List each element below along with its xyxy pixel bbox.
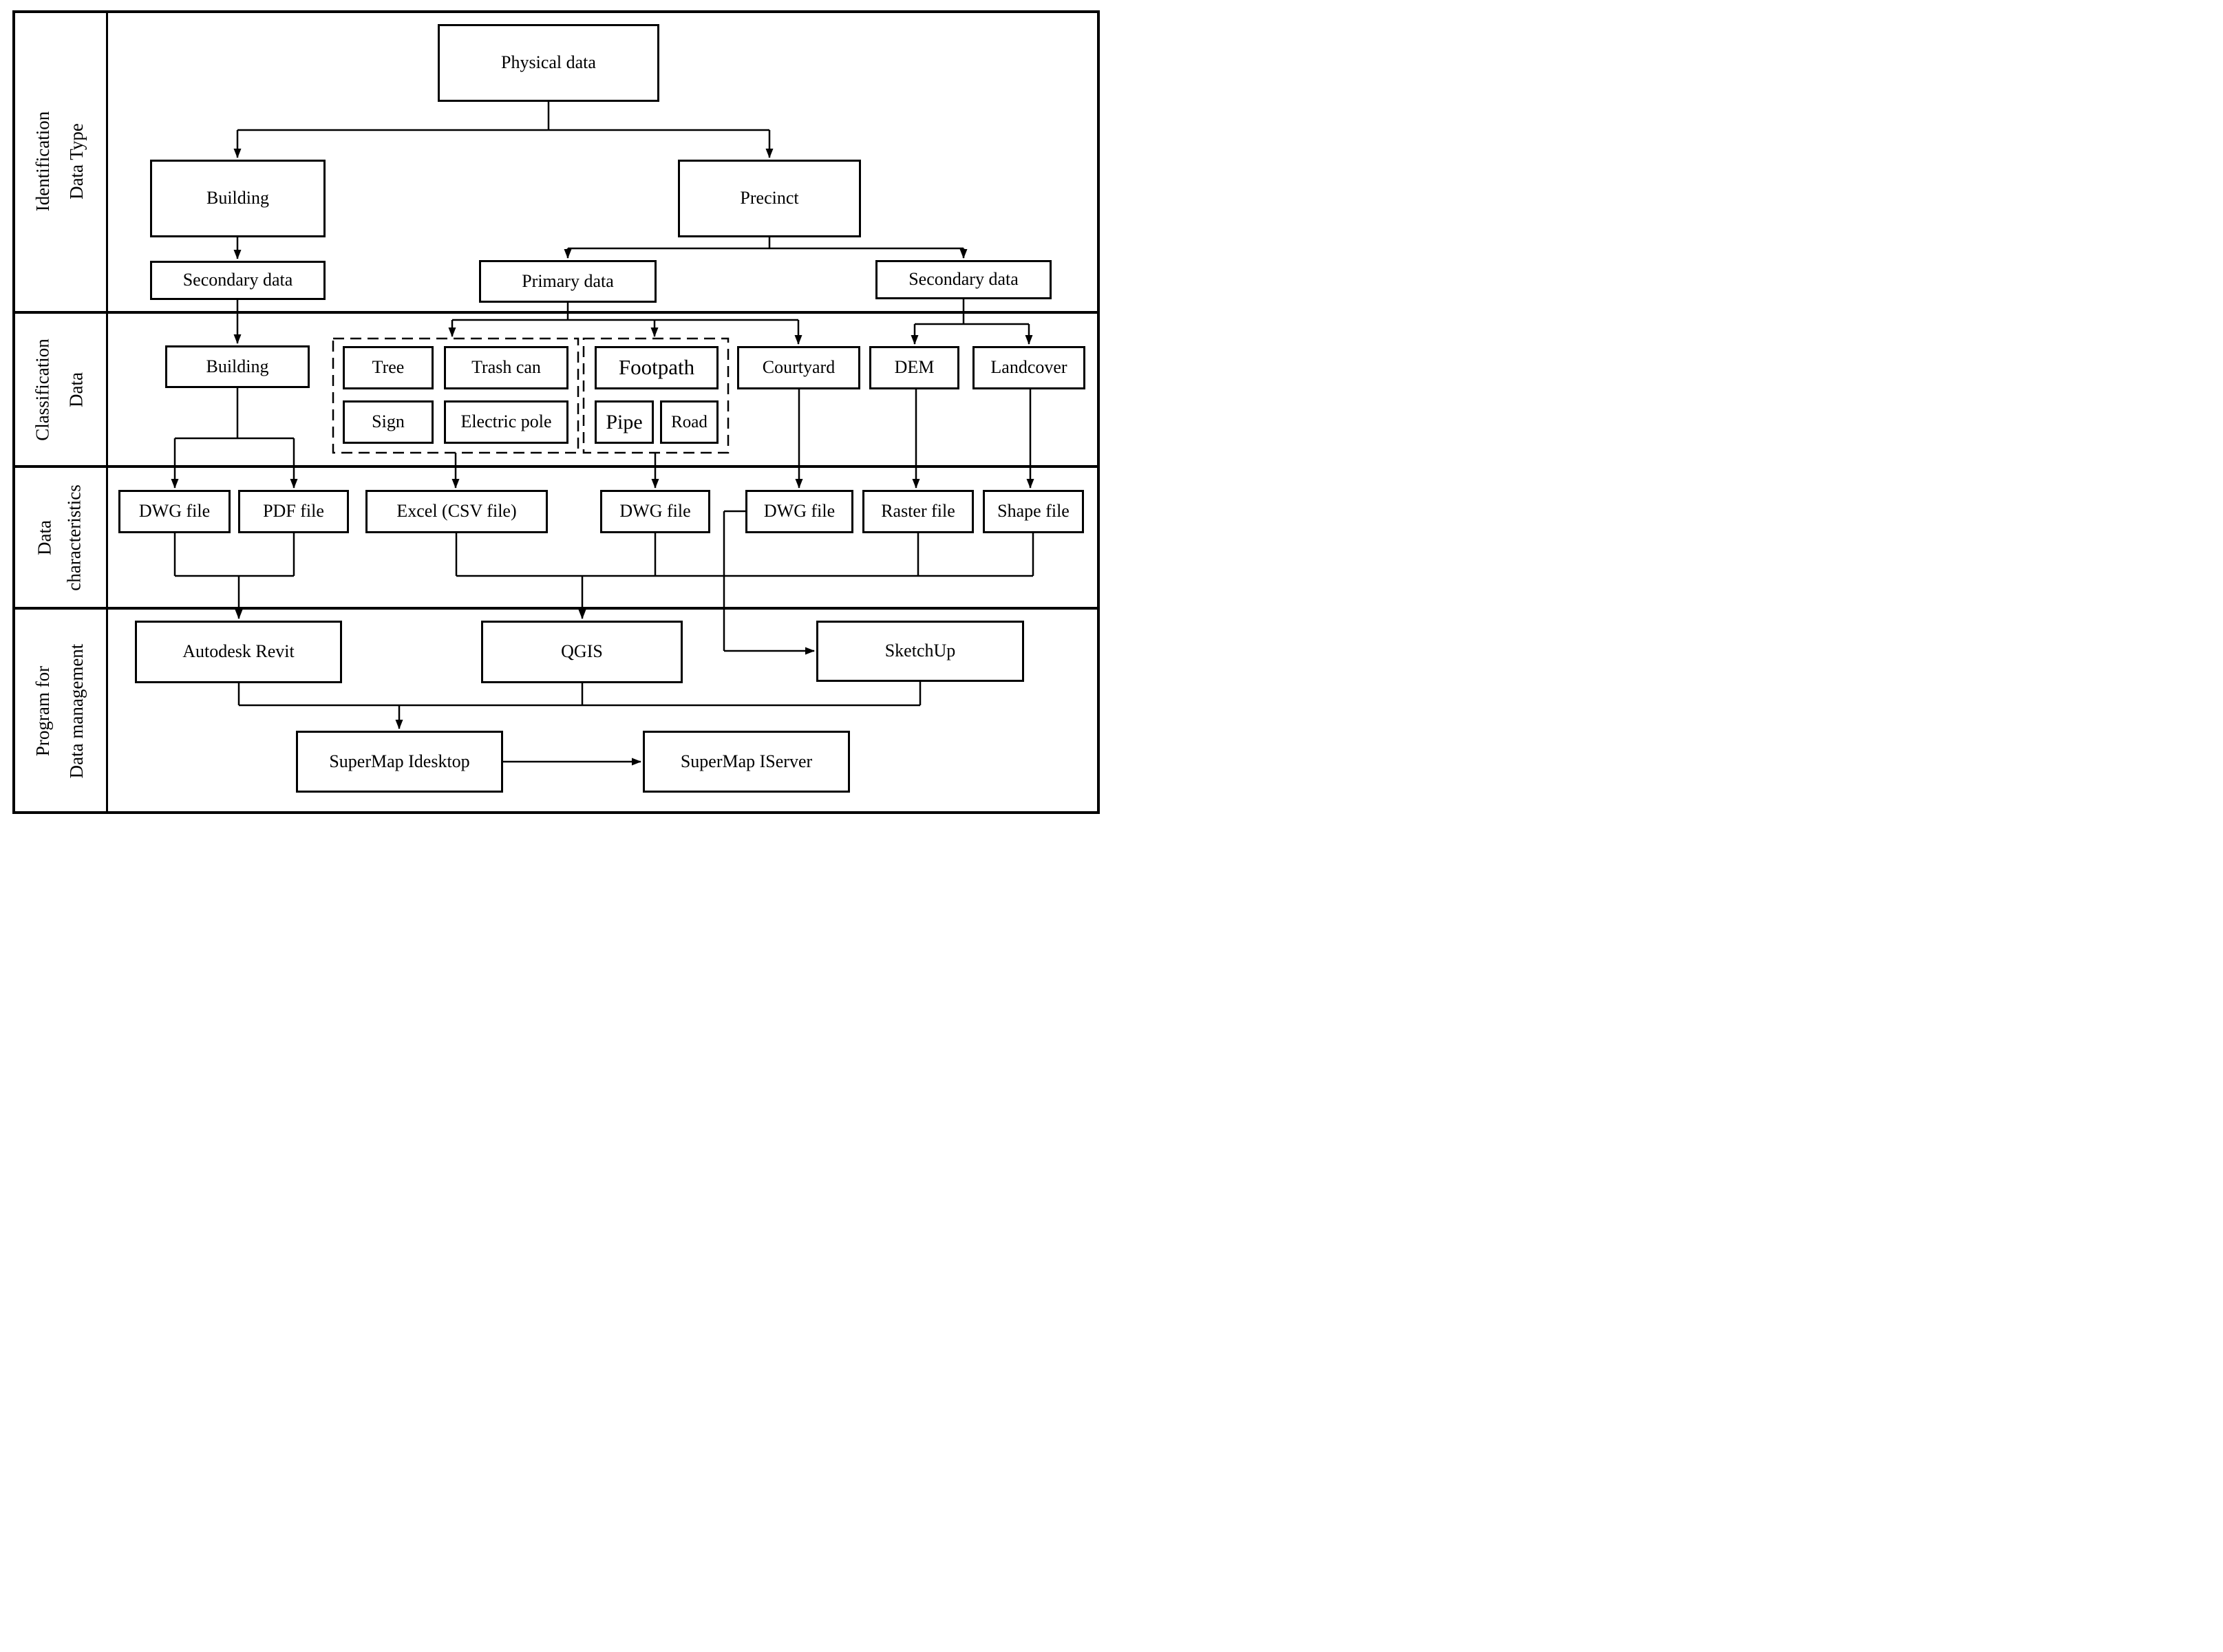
node-sketchup: SketchUp — [816, 621, 1024, 682]
flowchart-canvas: Identification Data Type Classification … — [0, 0, 1112, 826]
node-sign: Sign — [343, 400, 434, 444]
row-divider-identification-classification — [12, 311, 1100, 314]
label-column-divider — [106, 10, 108, 814]
connector-layer — [171, 102, 1034, 766]
node-physical-data: Physical data — [438, 24, 659, 102]
node-building-data-type: Building — [150, 160, 326, 237]
node-excel-csv-file: Excel (CSV file) — [365, 490, 548, 533]
node-secondary-data-building: Secondary data — [150, 261, 326, 300]
node-autodesk-revit: Autodesk Revit — [135, 621, 342, 683]
node-pdf-file: PDF file — [238, 490, 349, 533]
node-qgis: QGIS — [481, 621, 683, 683]
connector-arrows — [171, 130, 1034, 766]
node-road: Road — [660, 400, 719, 444]
row-divider-characteristics-program — [12, 607, 1100, 610]
node-dwg-file-building: DWG file — [118, 490, 231, 533]
node-electric-pole: Electric pole — [444, 400, 568, 444]
node-courtyard: Courtyard — [737, 346, 860, 389]
node-precinct: Precinct — [678, 160, 861, 237]
node-building-classification: Building — [165, 345, 310, 388]
node-tree: Tree — [343, 346, 434, 389]
node-secondary-data-precinct: Secondary data — [875, 260, 1052, 299]
node-raster-file: Raster file — [862, 490, 974, 533]
node-landcover: Landcover — [972, 346, 1085, 389]
node-dwg-file-footpath: DWG file — [600, 490, 710, 533]
node-supermap-idesktop: SuperMap Idesktop — [296, 731, 503, 793]
node-primary-data: Primary data — [479, 260, 657, 303]
node-trash-can: Trash can — [444, 346, 568, 389]
node-footpath: Footpath — [595, 346, 719, 389]
connector-lines — [173, 102, 1034, 707]
node-supermap-iserver: SuperMap IServer — [643, 731, 850, 793]
row-divider-classification-characteristics — [12, 465, 1100, 468]
node-pipe: Pipe — [595, 400, 654, 444]
node-dem: DEM — [869, 346, 959, 389]
outer-frame — [12, 10, 1100, 814]
node-shape-file: Shape file — [983, 490, 1084, 533]
node-dwg-file-courtyard: DWG file — [745, 490, 853, 533]
